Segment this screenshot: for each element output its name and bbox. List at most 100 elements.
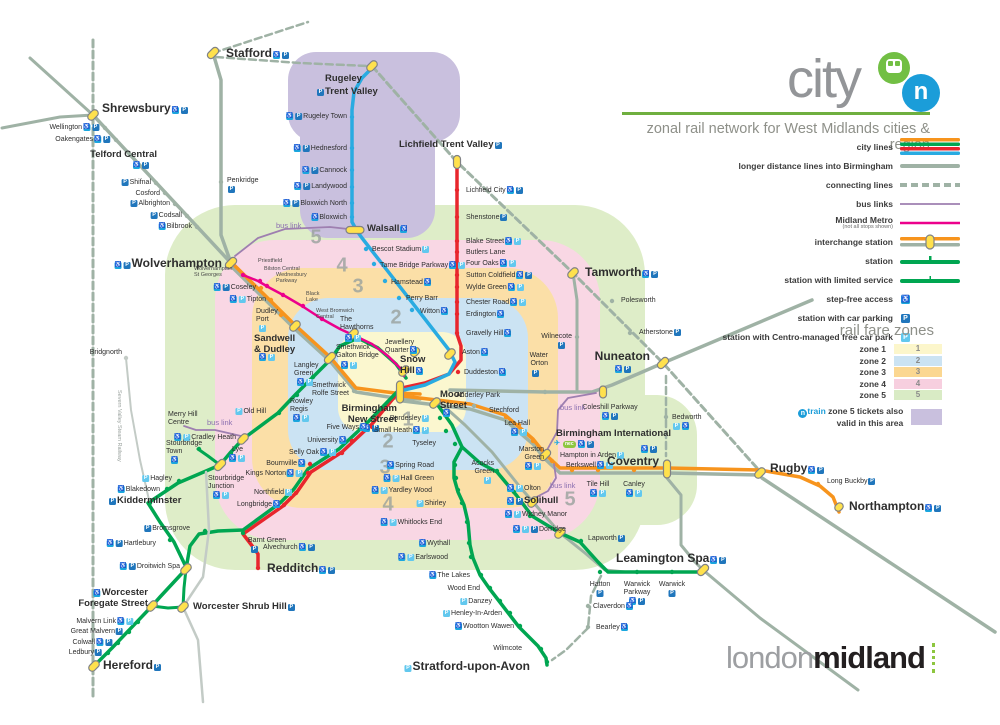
- station-label: Chester Road♿P: [466, 299, 527, 306]
- legend-label: Midland Metro(not all stops shown): [835, 214, 893, 230]
- parking-icon: P: [123, 262, 131, 269]
- step-free-icon: ♿: [383, 475, 391, 482]
- step-free-icon: ♿: [171, 457, 178, 464]
- parking-icon: P: [514, 238, 522, 245]
- fare-zone-swatch: 2: [894, 355, 942, 366]
- station-dot: [276, 410, 282, 416]
- station-dot: [339, 450, 345, 456]
- parking-icon: P: [458, 262, 466, 269]
- parking-icon: P: [303, 183, 311, 190]
- parking-icon: P: [126, 618, 133, 625]
- station-label: Aston♿: [462, 349, 488, 356]
- rail-line: [0, 113, 95, 130]
- station-dot: [123, 355, 129, 361]
- zone-number: 3: [352, 275, 364, 298]
- interchange-station-marker: [662, 459, 672, 479]
- parking-icon: P: [422, 427, 429, 434]
- parking-icon: P: [508, 260, 516, 267]
- station-dot: [627, 330, 633, 336]
- step-free-icon: ♿: [498, 369, 506, 376]
- fare-zone-area: [300, 100, 435, 238]
- station-dot: [585, 624, 591, 630]
- step-free-icon: ♿: [94, 136, 101, 143]
- step-free-icon: ♿: [511, 429, 518, 436]
- station-dot: [349, 167, 355, 173]
- station-dot: [454, 284, 460, 290]
- legend-label: interchange station: [814, 236, 893, 247]
- station-dot: [544, 659, 550, 665]
- station-label: Tile Hill: [586, 481, 610, 488]
- station-label: Tame Bridge Parkway♿P: [380, 262, 466, 269]
- station-dot: [454, 311, 460, 317]
- step-free-icon: ♿: [455, 623, 463, 630]
- step-free-icon: ♿: [114, 262, 122, 269]
- parking-icon: P: [130, 200, 138, 207]
- parking-icon: P: [238, 296, 246, 303]
- step-free-icon: ♿: [259, 354, 266, 361]
- rail-line: [546, 392, 597, 451]
- legend-label: station: [865, 255, 893, 266]
- station-dot: [631, 467, 637, 473]
- station-label: bus link: [276, 221, 302, 230]
- rail-line: [214, 55, 370, 68]
- parking-icon: P: [311, 167, 319, 174]
- interchange-station-marker: [289, 320, 301, 332]
- station-dot: [569, 467, 575, 473]
- station-dot: [663, 414, 669, 420]
- station-label: Sandwell& Dudley: [254, 333, 296, 355]
- station-dot: [396, 295, 402, 301]
- legend-label: station with Centro-managed free car par…: [722, 331, 893, 342]
- station-label: Shrewsbury♿P: [102, 101, 188, 115]
- parking-icon: P: [516, 498, 523, 505]
- station-dot: [113, 137, 119, 143]
- parking-icon: P: [115, 540, 123, 547]
- station-dot: [300, 303, 306, 309]
- step-free-icon: ♿: [174, 434, 182, 441]
- step-free-icon: ♿: [387, 462, 395, 469]
- parking-icon: P: [180, 107, 188, 114]
- station-label: Small Heath♿P: [373, 427, 429, 434]
- station-dot: [455, 487, 461, 493]
- step-free-icon: ♿: [106, 540, 114, 547]
- station-dot: [527, 513, 533, 519]
- parking-icon: P: [121, 179, 129, 186]
- parking-icon: P: [154, 664, 162, 671]
- station-label: Adderley Park: [456, 392, 500, 399]
- legend-label: city lines: [856, 141, 893, 152]
- legend-swatch: [900, 272, 992, 288]
- step-free-icon: ♿: [339, 437, 346, 444]
- parking-icon: P: [302, 415, 309, 422]
- step-free-icon: ♿: [505, 238, 513, 245]
- step-free-icon: ♿: [682, 423, 689, 430]
- parking-icon: P: [292, 200, 300, 207]
- step-free-icon: ♿: [596, 462, 604, 469]
- station-icons: ♿P: [296, 379, 314, 387]
- legend-row: station: [636, 253, 992, 269]
- interchange-station-marker: [224, 256, 238, 270]
- interchange-station-marker: [527, 496, 539, 508]
- station-label: Tyseley: [412, 440, 436, 447]
- interchange-station-marker: [656, 356, 670, 370]
- station-label: Northampton♿P: [849, 499, 942, 513]
- parking-icon: P: [422, 246, 430, 253]
- step-free-icon: ♿: [409, 346, 417, 354]
- station-dot: [454, 249, 460, 255]
- parking-icon: P: [719, 557, 727, 564]
- parking-icon: P: [354, 335, 361, 342]
- station-dot: [294, 392, 300, 398]
- zone-number: 2: [382, 430, 394, 453]
- station-label: Lye: [232, 446, 244, 453]
- parking-icon: P: [150, 212, 158, 219]
- station-icons: ♿P: [132, 162, 150, 170]
- station-dot: [454, 187, 460, 193]
- station-dot: [459, 500, 465, 506]
